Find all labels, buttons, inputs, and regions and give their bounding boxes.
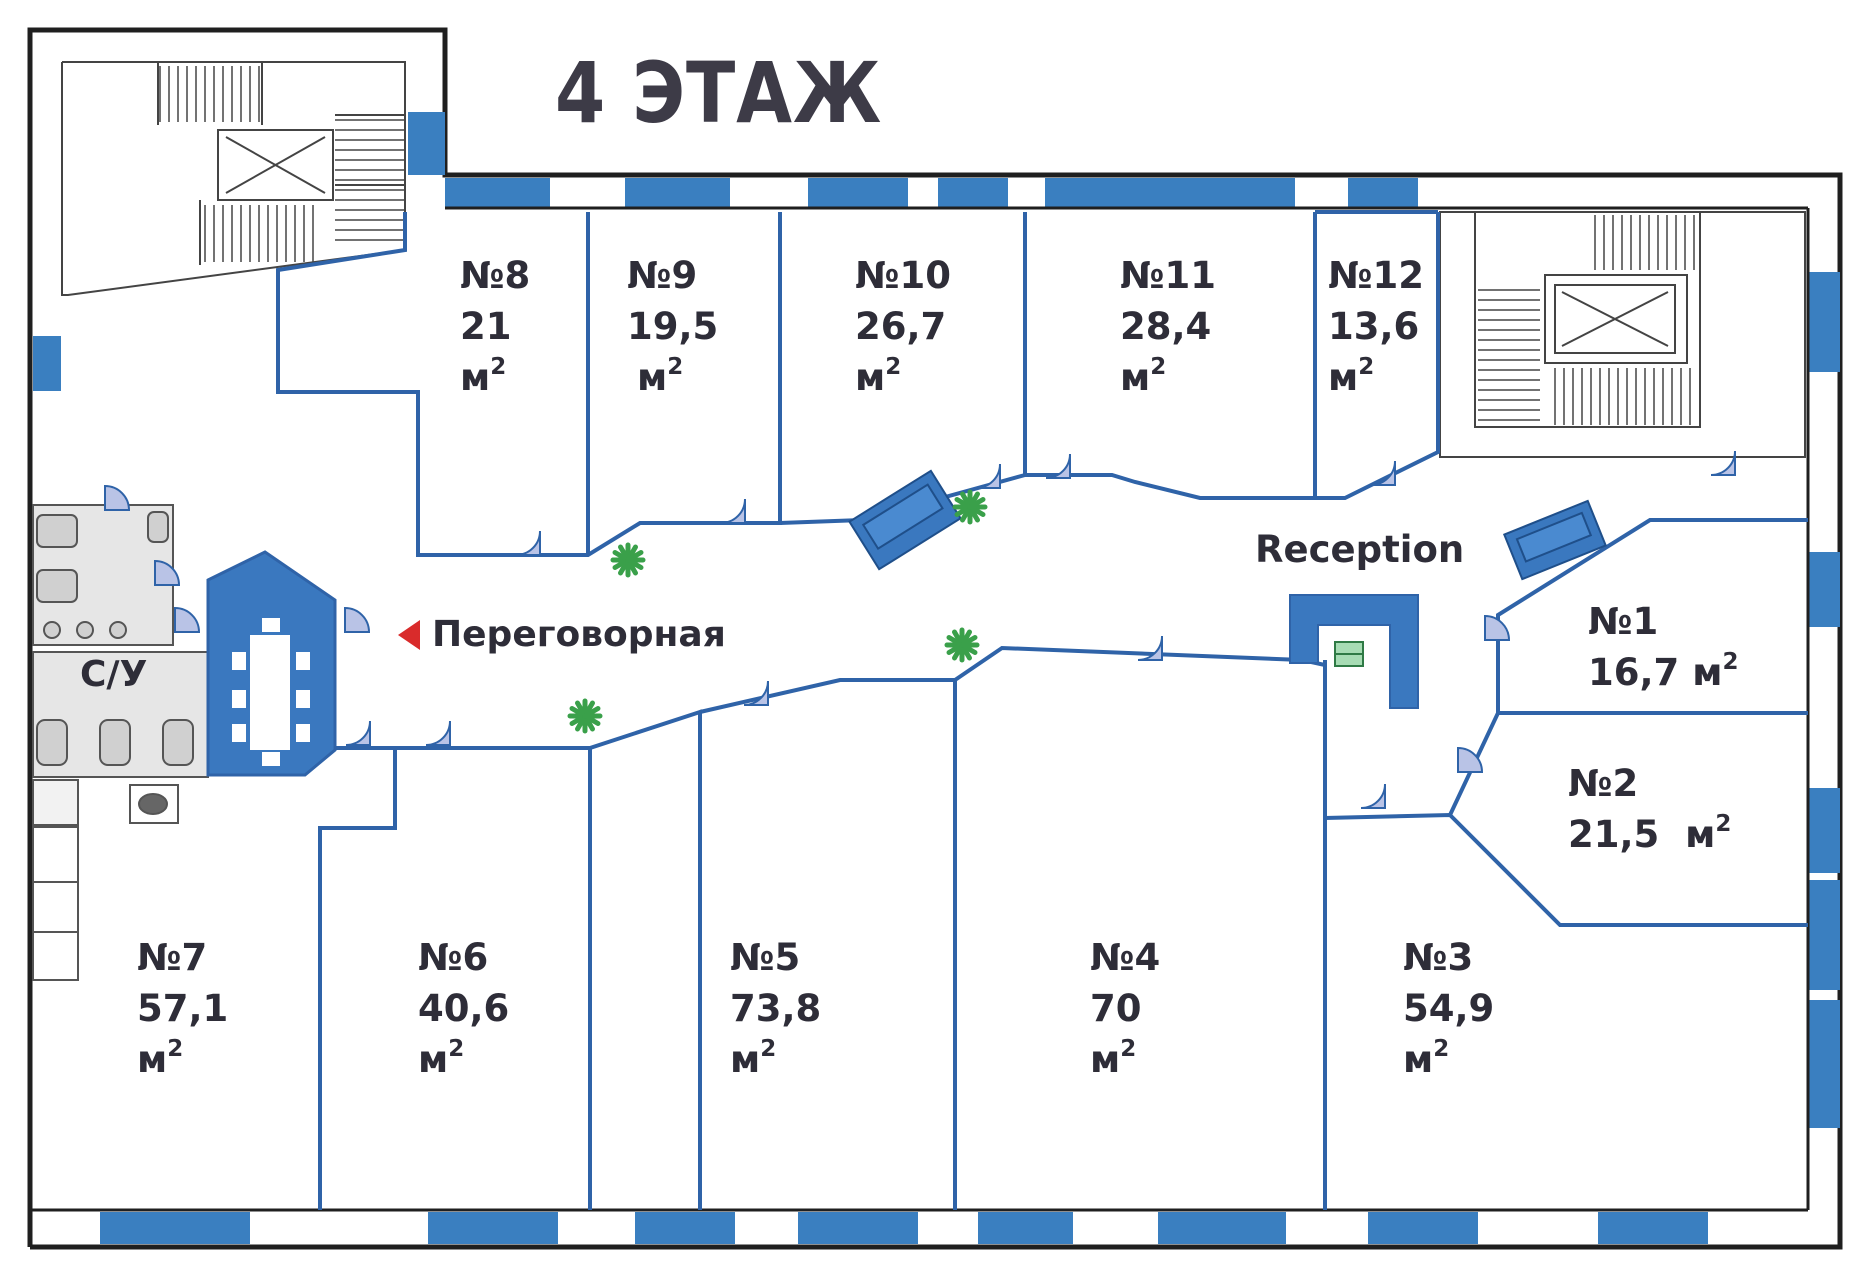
unit-exponent: 2 — [1722, 648, 1739, 675]
door-icon — [720, 498, 746, 524]
room-number: №11 — [1120, 254, 1217, 297]
room-unit: м — [730, 1038, 761, 1081]
room-number: №12 — [1328, 254, 1425, 297]
door-icon — [1360, 783, 1386, 809]
unit-exponent: 2 — [885, 353, 902, 380]
door-icon — [1484, 614, 1511, 641]
room-unit: м — [855, 356, 886, 399]
room-unit: м — [418, 1038, 449, 1081]
windows — [33, 112, 1840, 1244]
room-area: 73,8 — [730, 987, 822, 1030]
room-area: 70 — [1090, 987, 1142, 1030]
room-number: №4 — [1090, 936, 1161, 979]
door-icon — [1457, 746, 1484, 773]
door-icon — [345, 720, 371, 746]
door-icon — [174, 606, 201, 633]
room-number: №6 — [418, 936, 489, 979]
reception-desk — [1289, 594, 1419, 709]
plant-icon — [944, 627, 980, 663]
room-unit: м — [1692, 651, 1723, 694]
room-label-2[interactable]: №2 21,5 м2 — [1568, 758, 1731, 860]
staircase-left — [61, 61, 406, 296]
room-unit: м — [137, 1038, 168, 1081]
room-number: №5 — [730, 936, 801, 979]
unit-exponent: 2 — [448, 1035, 465, 1062]
reception-label: Reception — [1255, 528, 1465, 571]
door-icon — [1710, 450, 1736, 476]
unit-exponent: 2 — [760, 1035, 777, 1062]
room-label-12[interactable]: №12 13,6 м2 — [1328, 250, 1424, 403]
door-icon — [1045, 453, 1071, 479]
room-area: 54,9 — [1403, 987, 1495, 1030]
room-area: 40,6 — [418, 987, 510, 1030]
pointer-arrow-icon — [398, 619, 420, 650]
plant-icon — [567, 698, 603, 734]
door-icon — [743, 680, 769, 706]
room-unit: м — [460, 356, 491, 399]
meeting-room-label[interactable]: Переговорная — [398, 614, 726, 655]
plant-icon — [610, 542, 646, 578]
room-area: 26,7 — [855, 305, 947, 348]
wc-label: С/У — [80, 654, 148, 695]
room-label-6[interactable]: №6 40,6 м2 — [418, 932, 509, 1085]
room-label-8[interactable]: №8 21 м2 — [460, 250, 530, 403]
door-icon — [154, 559, 181, 586]
plants — [567, 489, 988, 734]
room-label-5[interactable]: №5 73,8 м2 — [730, 932, 821, 1085]
unit-exponent: 2 — [167, 1035, 184, 1062]
room-area: 16,7 — [1588, 651, 1680, 694]
room-unit: м — [1328, 356, 1359, 399]
door-icon — [425, 720, 451, 746]
room-label-4[interactable]: №4 70 м2 — [1090, 932, 1160, 1085]
room-label-3[interactable]: №3 54,9 м2 — [1403, 932, 1494, 1085]
room-label-9[interactable]: №9 19,5 м2 — [627, 250, 718, 403]
unit-exponent: 2 — [1120, 1035, 1137, 1062]
unit-exponent: 2 — [1715, 810, 1732, 837]
unit-exponent: 2 — [490, 353, 507, 380]
room-number: №1 — [1588, 600, 1659, 643]
door-icon — [344, 606, 371, 633]
floor-title: 4 ЭТАЖ — [555, 44, 883, 142]
partitions — [276, 210, 1808, 1210]
door-icon — [975, 463, 1001, 489]
meeting-room — [206, 550, 337, 777]
unit-exponent: 2 — [1150, 353, 1167, 380]
room-unit: м — [1403, 1038, 1434, 1081]
room-number: №2 — [1568, 762, 1639, 805]
plant-icon — [952, 489, 988, 525]
room-number: №3 — [1403, 936, 1474, 979]
doors — [104, 450, 1736, 809]
room-area: 13,6 — [1328, 305, 1420, 348]
door-icon — [1370, 460, 1396, 486]
wc-block — [32, 504, 209, 981]
room-area: 57,1 — [137, 987, 229, 1030]
room-area: 28,4 — [1120, 305, 1212, 348]
room-area: 21,5 — [1568, 813, 1660, 856]
room-number: №9 — [627, 254, 698, 297]
unit-exponent: 2 — [667, 353, 684, 380]
room-number: №7 — [137, 936, 208, 979]
room-number: №10 — [855, 254, 952, 297]
room-label-11[interactable]: №11 28,4 м2 — [1120, 250, 1216, 403]
room-area: 21 — [460, 305, 512, 348]
door-icon — [515, 530, 541, 556]
sofas — [848, 469, 1608, 581]
door-icon — [1137, 635, 1163, 661]
room-number: №8 — [460, 254, 531, 297]
room-unit: м — [637, 356, 668, 399]
room-area: 19,5 — [627, 305, 719, 348]
room-label-10[interactable]: №10 26,7 м2 — [855, 250, 951, 403]
room-unit: м — [1090, 1038, 1121, 1081]
door-icon — [104, 484, 131, 511]
meeting-room-text: Переговорная — [432, 614, 726, 655]
room-unit: м — [1120, 356, 1151, 399]
room-label-1[interactable]: №1 16,7 м2 — [1588, 596, 1738, 698]
room-unit: м — [1685, 813, 1716, 856]
unit-exponent: 2 — [1433, 1035, 1450, 1062]
unit-exponent: 2 — [1358, 353, 1375, 380]
room-label-7[interactable]: №7 57,1 м2 — [137, 932, 228, 1085]
